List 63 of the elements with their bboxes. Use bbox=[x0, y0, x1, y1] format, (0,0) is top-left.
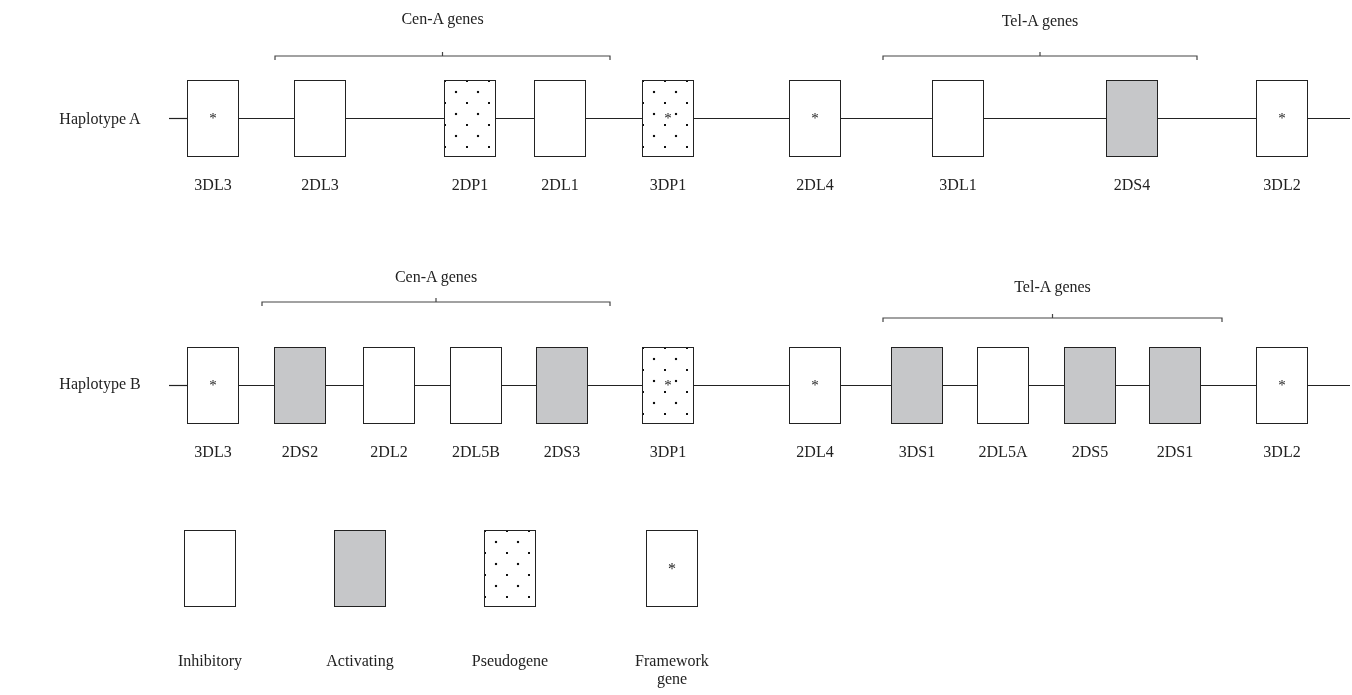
chromosome-line bbox=[1200, 384, 1257, 387]
chromosome-line bbox=[414, 384, 451, 387]
group-label: Cen-A genes bbox=[401, 10, 484, 28]
chromosome-line bbox=[840, 117, 933, 120]
chromosome-line bbox=[325, 384, 364, 387]
gene-label: 2DL5A bbox=[978, 443, 1028, 461]
chromosome-line bbox=[983, 117, 1107, 120]
legend-label: Activating bbox=[325, 652, 395, 671]
gene-label: 3DL2 bbox=[1263, 443, 1301, 461]
gene-label: 2DS5 bbox=[1071, 443, 1109, 461]
chromosome-line bbox=[693, 117, 790, 120]
chromosome-line bbox=[168, 117, 188, 120]
asterisk-mark: * bbox=[1278, 378, 1286, 393]
legend-label: Inhibitory bbox=[177, 652, 243, 671]
chromosome-line bbox=[168, 384, 188, 387]
chromosome-line bbox=[345, 117, 445, 120]
group-label: Cen-A genes bbox=[394, 268, 478, 286]
gene-label: 2DL4 bbox=[796, 443, 834, 461]
gene-label: 2DL1 bbox=[541, 176, 579, 194]
asterisk-mark: * bbox=[209, 111, 217, 126]
chromosome-line bbox=[942, 384, 978, 387]
gene-label: 3DS1 bbox=[898, 443, 936, 461]
gene-label: 2DS2 bbox=[281, 443, 319, 461]
legend-label: Pseudogene bbox=[470, 652, 550, 671]
asterisk-mark: * bbox=[668, 560, 676, 578]
chromosome-line bbox=[587, 384, 643, 387]
chromosome-line bbox=[495, 117, 535, 120]
group-label: Tel-A genes bbox=[1001, 12, 1079, 30]
gene-label: 2DP1 bbox=[451, 176, 489, 194]
chromosome-line bbox=[693, 384, 790, 387]
gene-label: 2DS3 bbox=[543, 443, 581, 461]
gene-label: 3DP1 bbox=[649, 176, 687, 194]
gene-label: 2DL2 bbox=[370, 443, 408, 461]
chromosome-line bbox=[1307, 384, 1351, 387]
group-label: Tel-A genes bbox=[1014, 278, 1091, 296]
asterisk-mark: * bbox=[811, 378, 819, 393]
chromosome-line bbox=[238, 117, 295, 120]
gene-label: 3DL3 bbox=[194, 176, 232, 194]
gene-label: 3DP1 bbox=[649, 443, 687, 461]
asterisk-mark: * bbox=[664, 378, 672, 393]
chromosome-line bbox=[1307, 117, 1351, 120]
haplotype-label: Haplotype B bbox=[59, 375, 141, 393]
gene-label: 3DL1 bbox=[939, 176, 977, 194]
gene-label: 2DS4 bbox=[1113, 176, 1151, 194]
asterisk-mark: * bbox=[664, 111, 672, 126]
chromosome-line bbox=[1028, 384, 1065, 387]
haplotype-label: Haplotype A bbox=[59, 110, 141, 128]
gene-label: 2DS1 bbox=[1156, 443, 1194, 461]
gene-label: 3DL2 bbox=[1263, 176, 1301, 194]
gene-label: 2DL5B bbox=[452, 443, 500, 461]
chromosome-line bbox=[1157, 117, 1257, 120]
asterisk-mark: * bbox=[209, 378, 217, 393]
legend-label: Framework gene bbox=[634, 652, 710, 689]
chromosome-line bbox=[1115, 384, 1150, 387]
chromosome-line bbox=[840, 384, 892, 387]
asterisk-mark: * bbox=[1278, 111, 1286, 126]
gene-label: 2DL3 bbox=[301, 176, 339, 194]
gene-label: 2DL4 bbox=[796, 176, 834, 194]
gene-label: 3DL3 bbox=[194, 443, 232, 461]
chromosome-line bbox=[585, 117, 643, 120]
chromosome-line bbox=[501, 384, 537, 387]
asterisk-mark: * bbox=[811, 111, 819, 126]
chromosome-line bbox=[238, 384, 275, 387]
